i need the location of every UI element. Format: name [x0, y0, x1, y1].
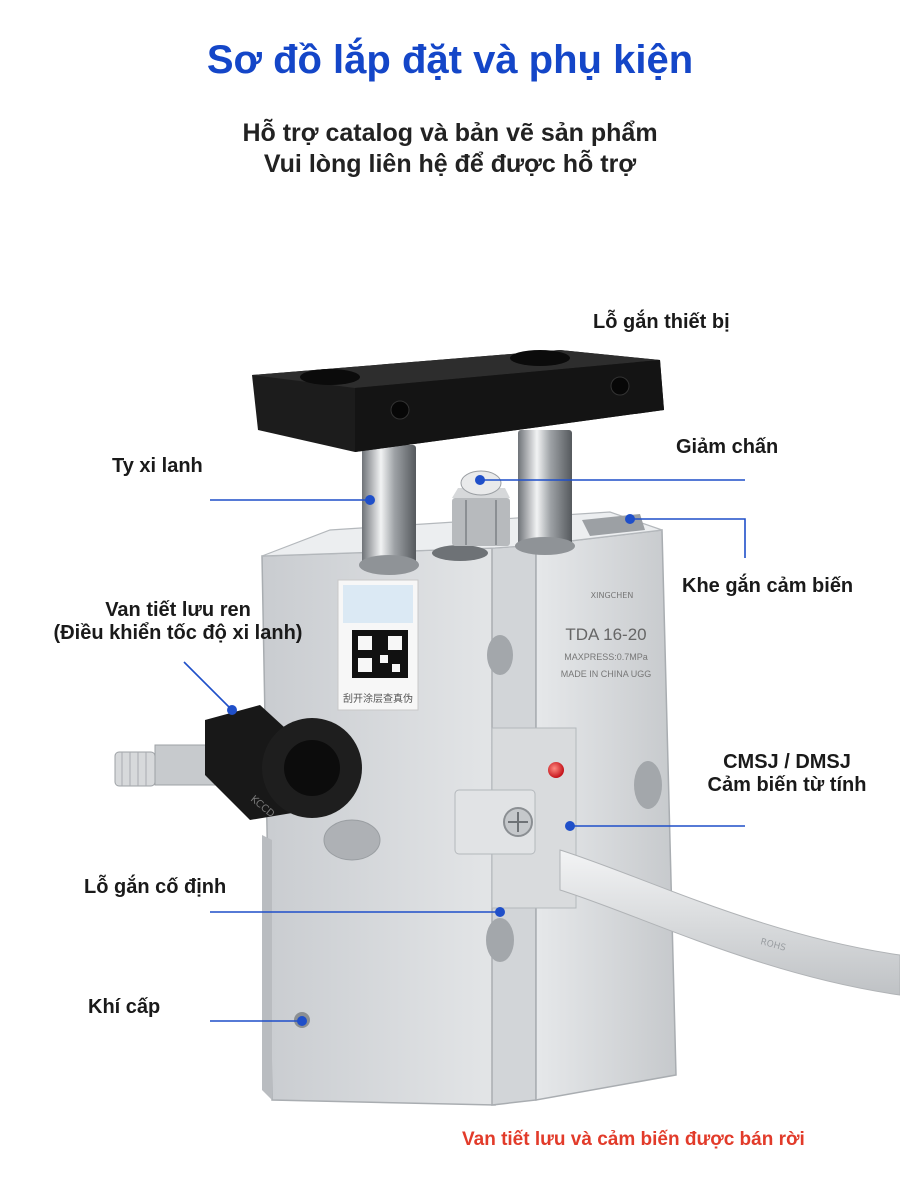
label-device-mount-hole: Lỗ gắn thiết bị	[593, 311, 730, 333]
label-flow-valve: Van tiết lưu ren (Điều khiển tốc độ xi l…	[28, 599, 328, 645]
label-damper: Giảm chấn	[676, 436, 779, 458]
page-title: Sơ đồ lắp đặt và phụ kiện	[206, 38, 694, 82]
subtitle-contact: Vui lòng liên hệ để được hỗ trợ	[263, 150, 637, 178]
qr-sticker: 刮开涂层查真伪	[337, 579, 419, 711]
mounting-holes	[294, 635, 662, 1028]
label-sensor-model: CMSJ / DMSJ	[723, 751, 851, 773]
label-sensor-type: Cảm biến từ tính	[707, 774, 867, 796]
label-magnetic-sensor: CMSJ / DMSJ Cảm biến từ tính	[694, 751, 880, 797]
made-in-text: MADE IN CHINA UGG	[561, 669, 652, 679]
brand-text: XINGCHEN	[591, 591, 634, 600]
label-sensor-slot: Khe gắn cảm biến	[682, 575, 854, 597]
sold-separately-note: Van tiết lưu và cảm biến được bán rời	[462, 1129, 805, 1150]
piston-rods	[359, 430, 575, 575]
maxpress-text: MAXPRESS:0.7MPa	[564, 652, 648, 662]
model-text: TDA 16-20	[565, 625, 646, 644]
leader-lines	[183, 475, 746, 1026]
subtitle-catalog: Hỗ trợ catalog và bản vẽ sản phẩm	[242, 119, 658, 147]
top-plate	[252, 350, 664, 452]
damper-bolt	[452, 470, 510, 546]
label-fixing-hole: Lỗ gắn cố định	[84, 876, 227, 898]
sticker-text: 刮开涂层查真伪	[343, 692, 413, 705]
magnetic-sensor: ROHS	[454, 727, 900, 996]
product-marking: XINGCHEN TDA 16-20 MAXPRESS:0.7MPa MADE …	[561, 591, 652, 679]
label-flow-valve-line1: Van tiết lưu ren	[105, 599, 251, 621]
flow-valve: KCCD	[114, 705, 362, 820]
label-flow-valve-line2: (Điều khiển tốc độ xi lanh)	[53, 622, 303, 644]
label-air-supply: Khí cấp	[88, 996, 161, 1018]
label-piston-rod: Ty xi lanh	[112, 455, 203, 477]
